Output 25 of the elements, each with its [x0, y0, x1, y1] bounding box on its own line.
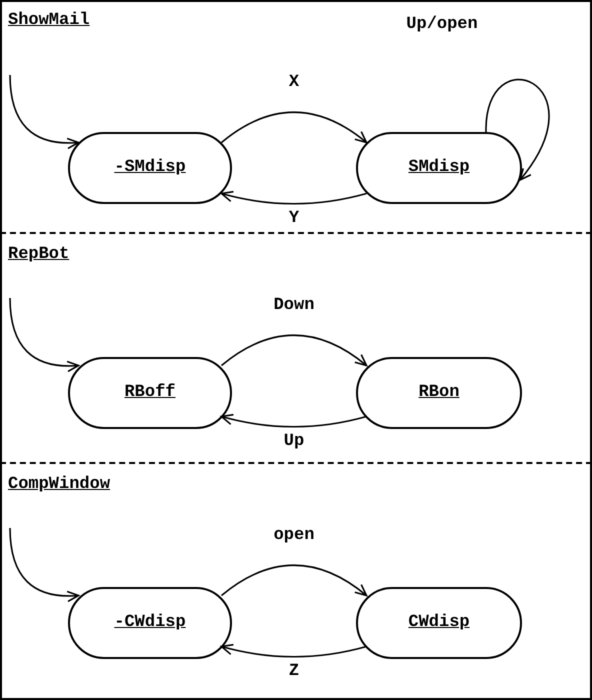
region-title: RepBot: [8, 245, 70, 264]
state-box: [68, 357, 232, 429]
state-box: [356, 357, 522, 429]
state-name: RBoff: [124, 382, 176, 404]
region-title: CompWindow: [8, 475, 110, 494]
transition-arrow: [485, 79, 550, 181]
region-title: ShowMail: [8, 11, 90, 30]
state-name: RBon: [418, 382, 460, 404]
transition-arrow: [220, 414, 367, 428]
state-box: [68, 132, 232, 204]
state-name: SMdisp: [408, 157, 470, 179]
transition-arrow: [221, 334, 368, 366]
transition-arrow: [9, 298, 80, 372]
transition-arrow: [221, 112, 368, 144]
state-name: -CWdisp: [114, 612, 186, 634]
transition-arrow: [9, 74, 80, 149]
transition-arrow: [221, 564, 368, 596]
transition-arrow: [220, 644, 367, 658]
state-box: [68, 587, 232, 659]
state-box: [356, 587, 522, 659]
state-box: [356, 132, 522, 204]
transition-arrow: [9, 528, 80, 602]
state-name: -SMdisp: [114, 157, 186, 179]
transition-arrow: [220, 190, 367, 205]
state-name: CWdisp: [408, 612, 470, 634]
